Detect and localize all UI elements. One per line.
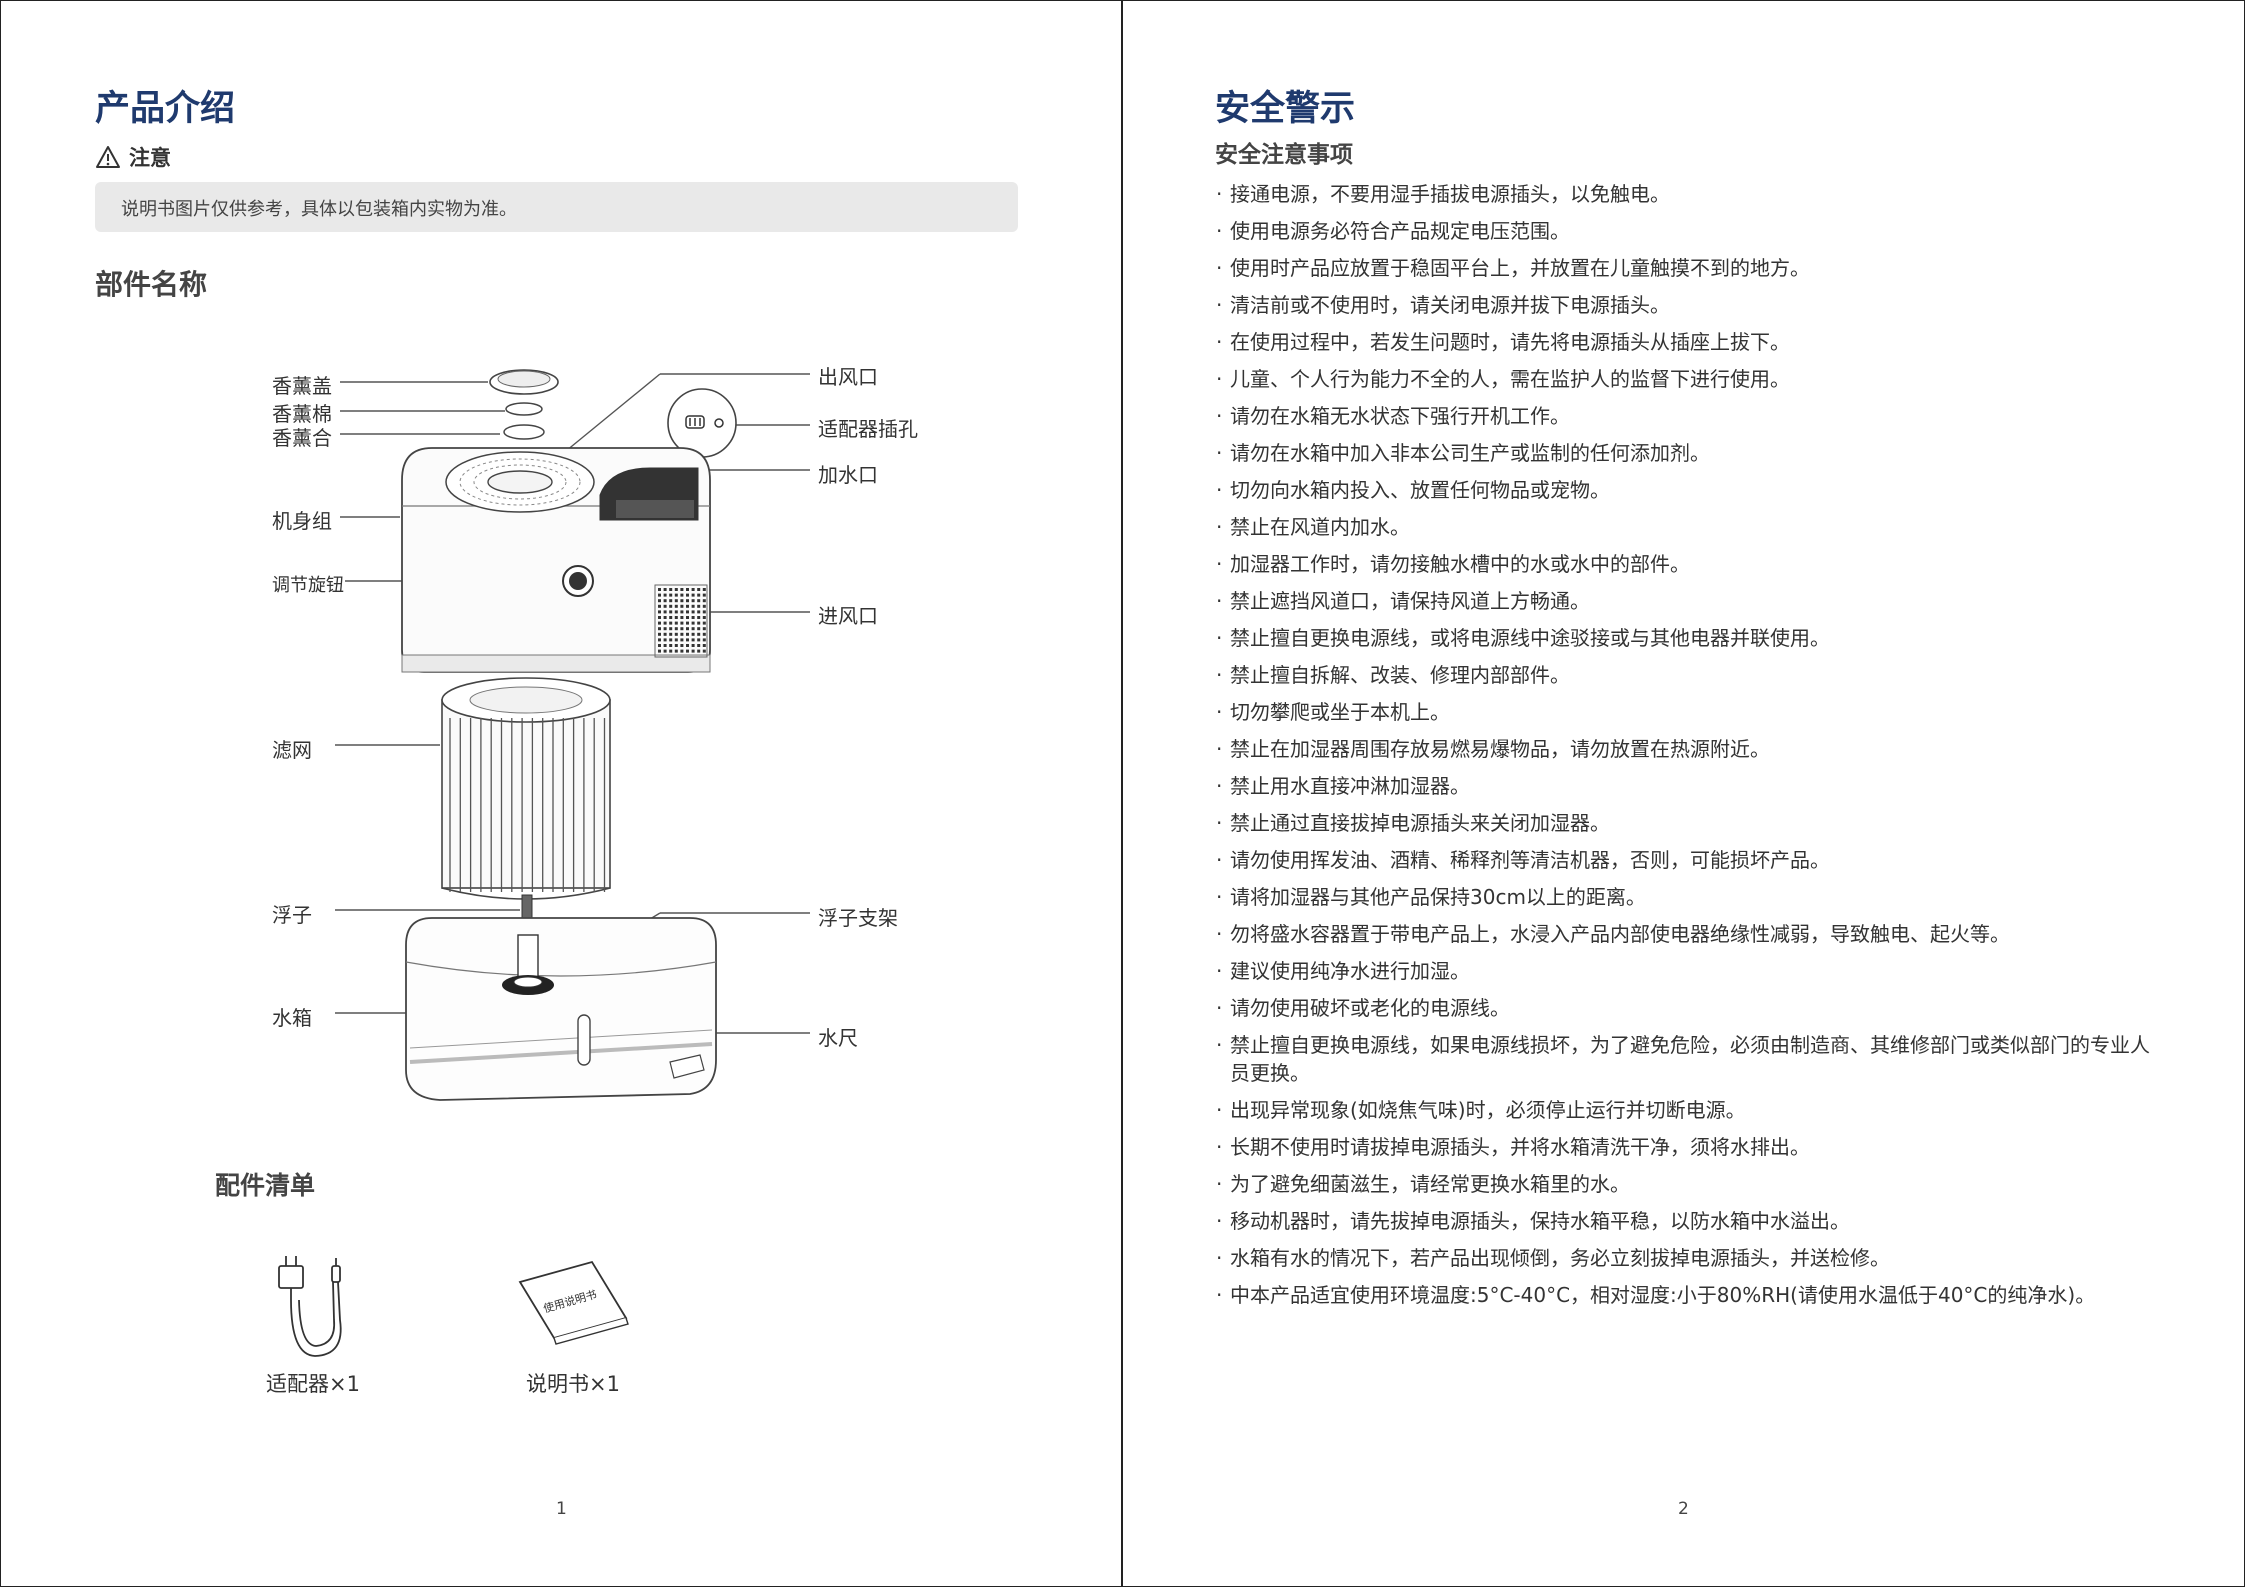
label-adjust-knob: 调节旋钮 — [272, 575, 344, 596]
safety-item: 儿童、个人行为能力不全的人，需在监护人的监督下进行使用。 — [1216, 365, 2156, 393]
parts-title: 部件名称 — [95, 268, 208, 301]
safety-item: 中本产品适宜使用环境温度:5°C-40°C，相对湿度:小于80%RH(请使用水温… — [1216, 1281, 2156, 1309]
safety-item: 长期不使用时请拔掉电源插头，并将水箱清洗干净，须将水排出。 — [1216, 1133, 2156, 1161]
label-aroma-cover: 香薰盖 — [272, 374, 332, 398]
label-float-bracket: 浮子支架 — [818, 906, 898, 930]
product-intro-title: 产品介绍 — [95, 89, 236, 129]
safety-item: 请勿使用挥发油、酒精、稀释剂等清洁机器，否则，可能损坏产品。 — [1216, 846, 2156, 874]
safety-item: 禁止擅自更换电源线，如果电源线损坏，为了避免危险，必须由制造商、其维修部门或类似… — [1216, 1031, 2156, 1087]
safety-item: 禁止在风道内加水。 — [1216, 513, 2156, 541]
label-water-inlet: 加水口 — [818, 463, 878, 487]
page-number-left: 1 — [556, 1499, 567, 1519]
accessory-manual-label: 说明书×1 — [526, 1372, 620, 1396]
safety-item: 请勿使用破坏或老化的电源线。 — [1216, 994, 2156, 1022]
label-adapter-jack: 适配器插孔 — [818, 417, 918, 441]
safety-item: 在使用过程中，若发生问题时，请先将电源插头从插座上拔下。 — [1216, 328, 2156, 356]
safety-item: 禁止通过直接拔掉电源插头来关闭加湿器。 — [1216, 809, 2156, 837]
label-air-inlet: 进风口 — [818, 604, 878, 628]
accessory-adapter-label: 适配器×1 — [266, 1372, 360, 1396]
safety-item: 移动机器时，请先拔掉电源插头，保持水箱平稳，以防水箱中水溢出。 — [1216, 1207, 2156, 1235]
warning-icon — [96, 146, 120, 168]
safety-warning-title: 安全警示 — [1215, 89, 1356, 129]
label-water-tank: 水箱 — [272, 1006, 312, 1030]
safety-item: 请将加湿器与其他产品保持30cm以上的距离。 — [1216, 883, 2156, 911]
safety-item: 加湿器工作时，请勿接触水槽中的水或水中的部件。 — [1216, 550, 2156, 578]
safety-item: 禁止擅自拆解、改装、修理内部部件。 — [1216, 661, 2156, 689]
notice-text: 说明书图片仅供参考，具体以包装箱内实物为准。 — [121, 199, 517, 220]
safety-item: 勿将盛水容器置于带电产品上，水浸入产品内部使电器绝缘性减弱，导致触电、起火等。 — [1216, 920, 2156, 948]
label-filter: 滤网 — [272, 738, 312, 762]
safety-item: 切勿向水箱内投入、放置任何物品或宠物。 — [1216, 476, 2156, 504]
notice-heading: 注意 — [95, 142, 171, 172]
label-water-gauge: 水尺 — [818, 1026, 858, 1050]
label-float: 浮子 — [272, 903, 312, 927]
label-aroma-cotton: 香薰棉 — [272, 402, 332, 426]
notice-box: 说明书图片仅供参考，具体以包装箱内实物为准。 — [95, 182, 1018, 232]
label-body-assembly: 机身组 — [272, 509, 332, 533]
safety-item: 切勿攀爬或坐于本机上。 — [1216, 698, 2156, 726]
safety-item: 建议使用纯净水进行加湿。 — [1216, 957, 2156, 985]
safety-warning-list: 接通电源，不要用湿手插拔电源插头，以免触电。使用电源务必符合产品规定电压范围。使… — [1216, 180, 2156, 1318]
page-divider — [1121, 0, 1123, 1587]
safety-subtitle: 安全注意事项 — [1215, 142, 1353, 168]
safety-item: 请勿在水箱中加入非本公司生产或监制的任何添加剂。 — [1216, 439, 2156, 467]
safety-item: 出现异常现象(如烧焦气味)时，必须停止运行并切断电源。 — [1216, 1096, 2156, 1124]
safety-item: 清洁前或不使用时，请关闭电源并拔下电源插头。 — [1216, 291, 2156, 319]
safety-item: 接通电源，不要用湿手插拔电源插头，以免触电。 — [1216, 180, 2156, 208]
label-aroma-box: 香薰合 — [272, 426, 332, 450]
safety-item: 禁止用水直接冲淋加湿器。 — [1216, 772, 2156, 800]
page-number-right: 2 — [1678, 1499, 1689, 1519]
accessories-title: 配件清单 — [215, 1171, 316, 1200]
label-air-outlet: 出风口 — [818, 365, 878, 389]
safety-item: 请勿在水箱无水状态下强行开机工作。 — [1216, 402, 2156, 430]
safety-item: 使用电源务必符合产品规定电压范围。 — [1216, 217, 2156, 245]
notice-title: 注意 — [129, 146, 171, 170]
safety-item: 水箱有水的情况下，若产品出现倾倒，务必立刻拔掉电源插头，并送检修。 — [1216, 1244, 2156, 1272]
safety-item: 禁止擅自更换电源线，或将电源线中途驳接或与其他电器并联使用。 — [1216, 624, 2156, 652]
safety-item: 禁止遮挡风道口，请保持风道上方畅通。 — [1216, 587, 2156, 615]
safety-item: 为了避免细菌滋生，请经常更换水箱里的水。 — [1216, 1170, 2156, 1198]
safety-item: 禁止在加湿器周围存放易燃易爆物品，请勿放置在热源附近。 — [1216, 735, 2156, 763]
safety-item: 使用时产品应放置于稳固平台上，并放置在儿童触摸不到的地方。 — [1216, 254, 2156, 282]
